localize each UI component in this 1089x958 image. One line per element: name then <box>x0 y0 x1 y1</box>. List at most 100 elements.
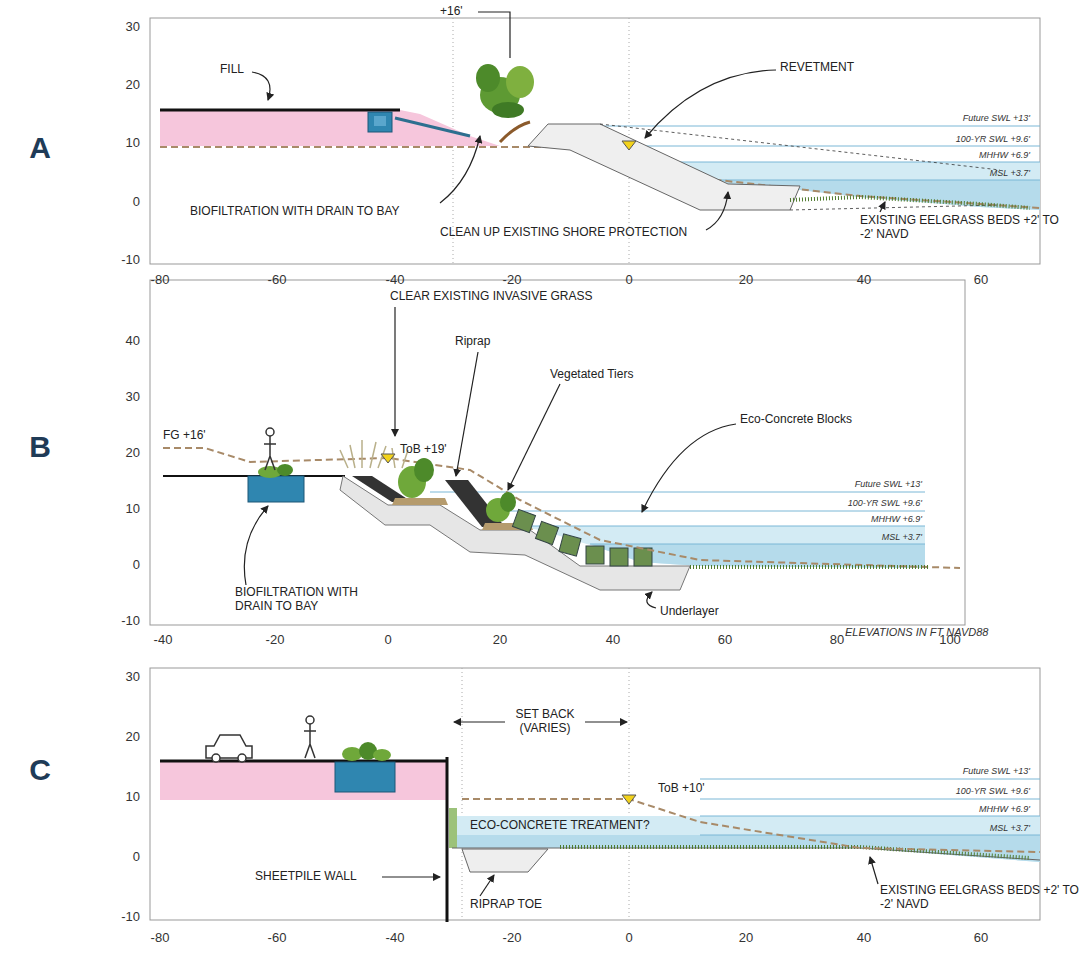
callout-label: BIOFILTRATION WITH DRAIN TO BAY <box>235 586 375 614</box>
swl-line <box>700 816 1040 817</box>
axis-tick: 20 <box>739 931 753 946</box>
water-level-marker <box>622 795 636 804</box>
eelgrass <box>560 847 1030 858</box>
units-note: ELEVATIONS IN FT NAVD88 <box>845 626 988 639</box>
axis-tick: -10 <box>121 614 140 629</box>
water-level-label: Future SWL +13' <box>855 479 922 489</box>
biofiltration-inner <box>374 116 386 126</box>
panel-letter: A <box>29 131 51 166</box>
grid-line <box>462 668 463 920</box>
axis-tick: 0 <box>384 633 391 648</box>
guide-line <box>600 124 1000 210</box>
water-level-marker <box>622 141 636 150</box>
existing-grade <box>462 799 1040 852</box>
axis-tick: 60 <box>974 273 988 288</box>
callout-label: RIPRAP TOE <box>470 898 542 912</box>
axis-tick: -20 <box>503 931 522 946</box>
axis-tick: -40 <box>386 273 405 288</box>
panel-letter: B <box>29 430 51 465</box>
swl-line <box>515 526 925 527</box>
swl-line <box>676 162 1040 163</box>
elevation-label: FG +16' <box>163 429 206 443</box>
eelgrass <box>790 197 1030 208</box>
axis-tick: 20 <box>739 273 753 288</box>
water-level-label: MHHW +6.9' <box>979 804 1030 814</box>
biofiltration-box <box>368 112 392 132</box>
sheetpile-wall <box>446 757 449 922</box>
biofiltration-box <box>335 762 395 792</box>
grade-line <box>160 109 400 112</box>
biofiltration-box <box>248 476 304 502</box>
underlayer <box>340 476 690 590</box>
axis-tick: -20 <box>266 633 285 648</box>
water-level-label: 100-YR SWL +9.6' <box>956 786 1030 796</box>
water-level-label: MSL +3.7' <box>990 168 1030 178</box>
panel-letter: C <box>29 753 51 788</box>
dirt-edge <box>500 122 530 142</box>
callout-label: Riprap <box>455 335 490 349</box>
axis-tick: -40 <box>154 633 173 648</box>
callout-label: SHEETPILE WALL <box>255 870 357 884</box>
water <box>515 526 925 568</box>
swl-line <box>716 180 1040 181</box>
grid-line <box>629 668 630 920</box>
leader-lines <box>244 307 736 608</box>
water-level-label: 100-YR SWL +9.6' <box>956 134 1030 144</box>
swl-line <box>700 835 1040 836</box>
callout-label: BIOFILTRATION WITH DRAIN TO BAY <box>190 205 400 219</box>
eco-concrete-blocks <box>512 509 652 566</box>
axis-tick: -80 <box>151 273 170 288</box>
axis-tick: -60 <box>268 273 287 288</box>
axis-tick: -40 <box>386 931 405 946</box>
drain-slope <box>395 118 470 136</box>
riprap-toe <box>462 849 548 872</box>
swl-line <box>470 511 925 512</box>
panel-b <box>150 280 965 625</box>
water-level-label: Future SWL +13' <box>963 766 1030 776</box>
callout-label: CLEAR EXISTING INVASIVE GRASS <box>390 290 593 304</box>
existing-grade <box>163 448 960 568</box>
water-level-label: MHHW +6.9' <box>979 150 1030 160</box>
swl-line <box>610 146 1040 147</box>
water-level-label: 100-YR SWL +9.6' <box>848 498 922 508</box>
callout-label: Eco-Concrete Blocks <box>740 413 852 427</box>
vegetated-tier <box>392 498 448 505</box>
callout-label: EXISTING EELGRASS BEDS +2' TO -2' NAVD <box>860 214 1060 242</box>
axis-tick: 10 <box>126 790 140 805</box>
axis-tick: 0 <box>625 273 632 288</box>
axis-tick: 10 <box>126 136 140 151</box>
callout-label: Vegetated Tiers <box>550 368 633 382</box>
person-icon <box>304 716 316 758</box>
callout-label: +16' <box>440 5 463 19</box>
revetment <box>528 124 800 210</box>
water-level-label: MSL +3.7' <box>990 823 1030 833</box>
water-level-label: MHHW +6.9' <box>871 514 922 524</box>
axis-tick: 40 <box>606 633 620 648</box>
axis-tick: 0 <box>625 931 632 946</box>
grade-line <box>160 760 447 763</box>
axis-tick: 0 <box>133 850 140 865</box>
axis-tick: 20 <box>493 633 507 648</box>
water-level-marker <box>381 454 395 463</box>
shrub <box>476 64 534 118</box>
axis-tick: -10 <box>121 910 140 925</box>
axis-tick: -20 <box>503 273 522 288</box>
water-level-label: Future SWL +13' <box>963 113 1030 123</box>
axis-tick: 40 <box>126 334 140 349</box>
car-icon <box>206 735 252 762</box>
axis-tick: 40 <box>857 273 871 288</box>
axis-tick: 0 <box>133 558 140 573</box>
elevation-label: ToB +10' <box>658 782 705 796</box>
axis-frame <box>150 280 965 625</box>
axis-tick: 10 <box>126 502 140 517</box>
dimension-label: SET BACK (VARIES) <box>506 708 584 736</box>
axis-tick: 20 <box>126 730 140 745</box>
eco-concrete-treatment <box>449 808 457 848</box>
invasive-grass <box>340 440 408 468</box>
axis-tick: 30 <box>126 20 140 35</box>
axis-tick: 20 <box>126 78 140 93</box>
eelgrass <box>690 565 930 569</box>
swl-line <box>590 544 925 545</box>
